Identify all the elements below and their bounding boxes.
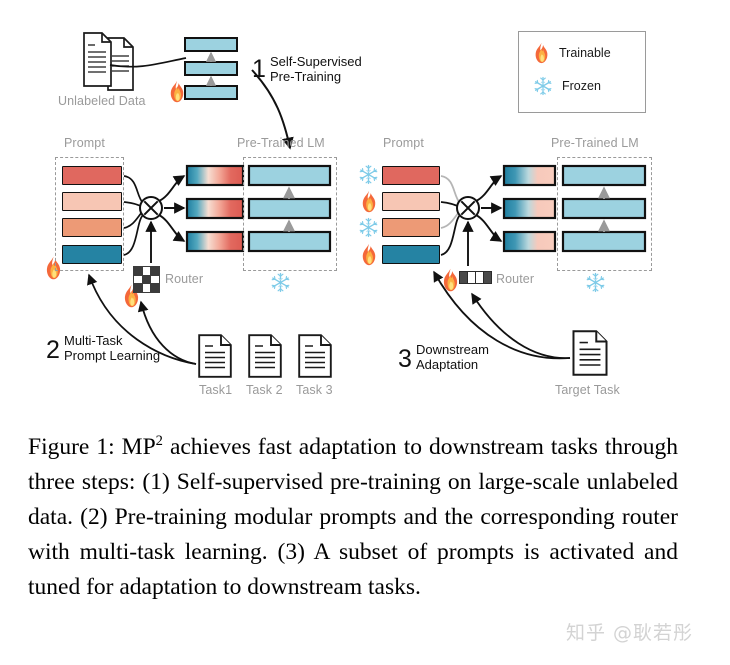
legend-box: Trainable Frozen — [518, 31, 646, 113]
right-prompt-bar-3[interactable] — [382, 218, 440, 237]
left-gradient-bars — [185, 164, 245, 253]
target-task-label: Target Task — [555, 383, 620, 397]
figure-caption: Figure 1: MP2 achieves fast adaptation t… — [28, 430, 678, 605]
left-prompt-group-box — [55, 157, 124, 271]
pretrain-lm-stack — [184, 37, 238, 100]
right-prompt-label: Prompt — [383, 136, 424, 150]
caption-superscript: 2 — [155, 433, 163, 450]
right-lm-bars — [561, 164, 647, 253]
right-mixer-icon — [456, 196, 480, 220]
left-prompt-bar-4[interactable] — [62, 245, 122, 264]
task-doc-icon — [198, 334, 232, 378]
flame-icon — [362, 243, 376, 266]
target-task-to-prompt-arrow — [433, 270, 571, 360]
right-router-icon[interactable] — [459, 271, 492, 284]
snowflake-icon — [359, 217, 378, 238]
step-3-number: 3 — [398, 345, 412, 373]
left-prompt-label: Prompt — [64, 136, 105, 150]
right-mixer-outputs — [475, 175, 503, 242]
flame-icon — [443, 268, 458, 292]
figure-diagram: Unlabeled Data 1 Self-Supervised Pre-Tra… — [46, 31, 652, 397]
left-router-label: Router — [165, 272, 204, 286]
task-doc-icon — [248, 334, 282, 378]
figure-vector-layer — [46, 32, 647, 378]
task-label-2: Task 2 — [246, 383, 283, 397]
unlabeled-data-icon — [83, 32, 134, 91]
step-3-line-1: Downstream — [416, 342, 489, 357]
task-doc-icon — [298, 334, 332, 378]
left-router-icon[interactable] — [133, 266, 160, 293]
step-1-line-2: Pre-Training — [270, 69, 342, 84]
step-3-line-2: Adaptation — [416, 357, 479, 372]
step-2-number: 2 — [46, 336, 60, 364]
left-lm-bars — [247, 164, 332, 253]
left-lm-group-box — [243, 157, 337, 271]
right-lm-group-box — [557, 157, 652, 271]
left-prompt-bar-3[interactable] — [62, 218, 122, 237]
legend-item-frozen: Frozen — [533, 76, 601, 96]
left-prompt-bar-1[interactable] — [62, 166, 122, 185]
left-mixer-icon — [139, 196, 163, 220]
step-1-number: 1 — [252, 55, 266, 83]
right-prompt-bar-2[interactable] — [382, 192, 440, 211]
step1-to-step2-arrow — [251, 69, 294, 150]
snowflake-icon — [534, 76, 552, 96]
watermark: 知乎 @耿若彤 — [566, 622, 694, 644]
flame-icon — [362, 190, 376, 213]
unlabeled-data-label: Unlabeled Data — [58, 94, 146, 108]
snowflake-icon — [586, 272, 605, 293]
caption-body: achieves fast adaptation to downstream t… — [28, 434, 678, 600]
right-prompt-bar-1[interactable] — [382, 166, 440, 185]
snowflake-icon — [359, 164, 378, 185]
task-label-1: Task1 — [199, 383, 233, 397]
right-lm-label: Pre-Trained LM — [551, 136, 639, 150]
left-prompt-bar-2[interactable] — [62, 192, 122, 211]
right-prompt-bar-4[interactable] — [382, 245, 440, 264]
flame-icon — [170, 80, 184, 103]
task-label-3: Task 3 — [296, 383, 333, 397]
caption-prefix: Figure 1: MP — [28, 434, 156, 460]
flame-icon — [535, 42, 548, 64]
data-to-model-connector — [109, 57, 187, 68]
target-task-to-router-arrow — [471, 292, 571, 359]
step-2-line-2: Prompt Learning — [64, 348, 161, 363]
left-prompt-connectors — [123, 175, 144, 256]
legend-label-trainable: Trainable — [559, 46, 611, 60]
step-1-line-1: Self-Supervised — [270, 54, 362, 69]
right-gradient-bars — [502, 164, 557, 253]
snowflake-icon — [271, 272, 290, 293]
target-task-doc-icon — [572, 330, 608, 376]
step-2-line-1: Multi-Task — [64, 333, 123, 348]
left-lm-label: Pre-Trained LM — [237, 136, 325, 150]
legend-label-frozen: Frozen — [562, 79, 601, 93]
tasks-to-router-arrow — [137, 300, 197, 365]
right-router-label: Router — [496, 272, 535, 286]
left-mixer-outputs — [158, 175, 186, 242]
legend-item-trainable: Trainable — [533, 42, 611, 64]
